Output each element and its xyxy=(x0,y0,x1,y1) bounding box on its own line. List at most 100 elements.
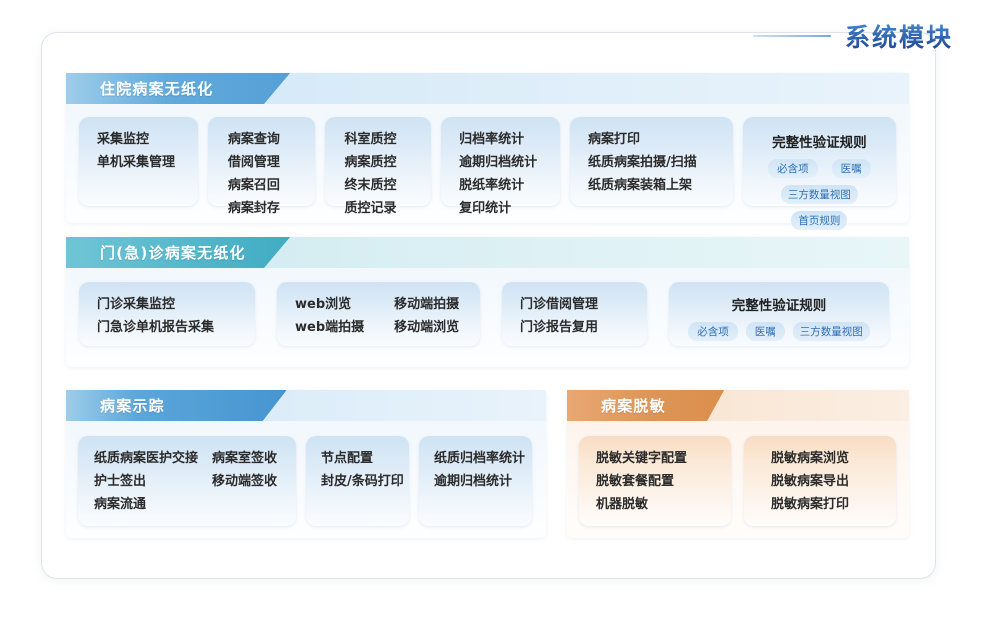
section-banner-tracing: 病案示踪 xyxy=(66,390,546,421)
banner-shape-light xyxy=(264,237,909,268)
list-item[interactable]: 机器脱敏 xyxy=(596,497,649,512)
card-column: 采集监控 单机采集管理 xyxy=(97,130,175,196)
card-integrity-rules-inpatient[interactable]: 完整性验证规则 必含项 医嘱 三方数量视图 首页规则 xyxy=(742,117,896,230)
card-row-inpatient: 采集监控 单机采集管理 病案查询 借阅管理 病案召回 病案封存 科室质控 病案质… xyxy=(66,104,909,230)
card-desens-output[interactable]: 脱敏病案浏览 脱敏病案导出 脱敏病案打印 xyxy=(744,436,896,526)
tag-required-item[interactable]: 必含项 xyxy=(688,322,738,341)
tag-required-item[interactable]: 必含项 xyxy=(768,159,818,178)
card-column: 归档率统计 逾期归档统计 脱纸率统计 复印统计 xyxy=(459,130,538,216)
section-record-tracing: 病案示踪 纸质病案医护交接 护士签出 病案流通 病案室签收 移动端签收 节点配置… xyxy=(66,390,546,538)
card-quality-control[interactable]: 科室质控 病案质控 终末质控 质控记录 xyxy=(325,117,432,216)
card-outpatient-borrowing[interactable]: 门诊借阅管理 门诊报告复用 xyxy=(502,282,647,346)
card-column: 节点配置 封皮/条码打印 xyxy=(321,449,404,516)
banner-shape-dark xyxy=(66,73,291,104)
list-item[interactable]: 终末质控 xyxy=(344,178,397,193)
list-item[interactable]: 门诊借阅管理 xyxy=(520,297,599,312)
list-item[interactable]: 封皮/条码打印 xyxy=(321,474,404,489)
list-item[interactable]: 科室质控 xyxy=(344,132,397,147)
card-column: 门诊采集监控 门急诊单机报告采集 xyxy=(97,295,214,336)
banner-shape-light xyxy=(707,390,909,421)
card-column: 脱敏病案浏览 脱敏病案导出 脱敏病案打印 xyxy=(771,449,849,516)
list-item[interactable]: 节点配置 xyxy=(321,451,374,466)
section-banner-inpatient: 住院病案无纸化 xyxy=(66,73,909,104)
card-row-desensitization: 脱敏关键字配置 脱敏套餐配置 机器脱敏 脱敏病案浏览 脱敏病案导出 脱敏病案打印 xyxy=(567,421,909,538)
card-desens-config[interactable]: 脱敏关键字配置 脱敏套餐配置 机器脱敏 xyxy=(579,436,731,526)
card-paper-archive-stats[interactable]: 纸质归档率统计 逾期归档统计 xyxy=(419,436,532,526)
card-integrity-rules-outpatient[interactable]: 完整性验证规则 必含项 医嘱 三方数量视图 xyxy=(669,282,889,346)
list-item[interactable]: 纸质病案装箱上架 xyxy=(588,178,693,193)
tag-third-party-count-view[interactable]: 三方数量视图 xyxy=(780,185,858,204)
banner-shape-light xyxy=(262,390,546,421)
card-paper-handover[interactable]: 纸质病案医护交接 护士签出 病案流通 病案室签收 移动端签收 xyxy=(78,436,296,526)
list-item[interactable]: 门诊采集监控 xyxy=(97,297,176,312)
tag-doctor-order[interactable]: 医嘱 xyxy=(745,322,785,341)
tag-group: 必含项 医嘱 三方数量视图 首页规则 xyxy=(743,159,896,230)
list-item[interactable]: 病案流通 xyxy=(94,497,147,512)
tag-third-party-count-view[interactable]: 三方数量视图 xyxy=(792,322,870,341)
list-item[interactable]: 脱敏关键字配置 xyxy=(596,451,688,466)
section-banner-label: 门(急)诊病案无纸化 xyxy=(100,244,246,262)
section-record-desensitization: 病案脱敏 脱敏关键字配置 脱敏套餐配置 机器脱敏 脱敏病案浏览 脱敏病案导出 脱… xyxy=(567,390,909,538)
card-row-tracing: 纸质病案医护交接 护士签出 病案流通 病案室签收 移动端签收 节点配置 封皮/条… xyxy=(66,421,546,538)
list-item[interactable]: 病案召回 xyxy=(227,178,280,193)
section-banner-outpatient: 门(急)诊病案无纸化 xyxy=(66,237,909,268)
card-web-mobile[interactable]: web浏览 web端拍摄 移动端拍摄 移动端浏览 xyxy=(277,282,480,346)
title-rule-decoration xyxy=(752,35,831,37)
section-banner-label: 病案示踪 xyxy=(100,397,165,415)
list-item[interactable]: 病案打印 xyxy=(588,132,641,147)
banner-shape-light xyxy=(264,73,909,104)
list-item[interactable]: 病案室签收 xyxy=(212,451,278,466)
list-item[interactable]: 护士签出 xyxy=(94,474,147,489)
banner-shape-dark xyxy=(567,390,725,421)
list-item[interactable]: 门急诊单机报告采集 xyxy=(97,320,215,335)
card-column: 病案打印 纸质病案拍摄/扫描 纸质病案装箱上架 xyxy=(588,130,697,196)
list-item[interactable]: 脱敏套餐配置 xyxy=(596,474,675,489)
list-item[interactable]: 病案查询 xyxy=(227,132,280,147)
list-item[interactable]: 脱敏病案浏览 xyxy=(771,451,850,466)
card-column: 移动端拍摄 移动端浏览 xyxy=(394,295,459,336)
list-item[interactable]: 移动端浏览 xyxy=(394,320,460,335)
list-item[interactable]: 质控记录 xyxy=(344,201,397,216)
card-record-query[interactable]: 病案查询 借阅管理 病案召回 病案封存 xyxy=(207,117,316,216)
tag-homepage-rule[interactable]: 首页规则 xyxy=(791,211,848,230)
card-outpatient-collection[interactable]: 门诊采集监控 门急诊单机报告采集 xyxy=(79,282,255,346)
list-item[interactable]: 采集监控 xyxy=(97,132,150,147)
list-item[interactable]: 移动端拍摄 xyxy=(394,297,460,312)
list-item[interactable]: 门诊报告复用 xyxy=(520,320,599,335)
tag-group: 必含项 医嘱 三方数量视图 xyxy=(669,322,889,341)
list-item[interactable]: 纸质病案拍摄/扫描 xyxy=(588,155,697,170)
list-item[interactable]: 借阅管理 xyxy=(227,155,280,170)
list-item[interactable]: 复印统计 xyxy=(459,201,512,216)
list-item[interactable]: 病案质控 xyxy=(344,155,397,170)
list-item[interactable]: 逾期归档统计 xyxy=(459,155,538,170)
list-item[interactable]: 归档率统计 xyxy=(459,132,525,147)
list-item[interactable]: 逾期归档统计 xyxy=(434,474,513,489)
card-node-config[interactable]: 节点配置 封皮/条码打印 xyxy=(306,436,409,526)
card-collection-monitoring[interactable]: 采集监控 单机采集管理 xyxy=(79,117,198,206)
banner-shape-dark xyxy=(66,390,287,421)
card-column: 科室质控 病案质控 终末质控 质控记录 xyxy=(344,130,397,216)
list-item[interactable]: 脱敏病案导出 xyxy=(771,474,850,489)
section-banner-desensitization: 病案脱敏 xyxy=(567,390,909,421)
card-printing-scanning[interactable]: 病案打印 纸质病案拍摄/扫描 纸质病案装箱上架 xyxy=(570,117,733,206)
section-outpatient-paperless: 门(急)诊病案无纸化 门诊采集监控 门急诊单机报告采集 web浏览 web端拍摄… xyxy=(66,237,909,367)
card-title: 完整性验证规则 xyxy=(772,135,867,151)
section-banner-label: 住院病案无纸化 xyxy=(100,80,214,98)
list-item[interactable]: web端拍摄 xyxy=(295,320,365,335)
list-item[interactable]: 移动端签收 xyxy=(212,474,278,489)
list-item[interactable]: 纸质归档率统计 xyxy=(434,451,526,466)
list-item[interactable]: 脱纸率统计 xyxy=(459,178,525,193)
list-item[interactable]: web浏览 xyxy=(295,297,352,312)
card-column: 纸质病案医护交接 护士签出 病案流通 xyxy=(94,449,198,516)
list-item[interactable]: 纸质病案医护交接 xyxy=(94,451,199,466)
list-item[interactable]: 病案封存 xyxy=(227,201,280,216)
list-item[interactable]: 脱敏病案打印 xyxy=(771,497,850,512)
section-banner-label: 病案脱敏 xyxy=(601,397,666,415)
section-inpatient-paperless: 住院病案无纸化 采集监控 单机采集管理 病案查询 借阅管理 病案召回 病案封存 … xyxy=(66,73,909,230)
card-column: web浏览 web端拍摄 xyxy=(295,295,364,336)
list-item[interactable]: 单机采集管理 xyxy=(97,155,176,170)
tag-doctor-order[interactable]: 医嘱 xyxy=(831,159,871,178)
card-row-outpatient: 门诊采集监控 门急诊单机报告采集 web浏览 web端拍摄 移动端拍摄 移动端浏… xyxy=(66,268,909,367)
card-column: 纸质归档率统计 逾期归档统计 xyxy=(434,449,525,516)
card-statistics[interactable]: 归档率统计 逾期归档统计 脱纸率统计 复印统计 xyxy=(441,117,561,216)
